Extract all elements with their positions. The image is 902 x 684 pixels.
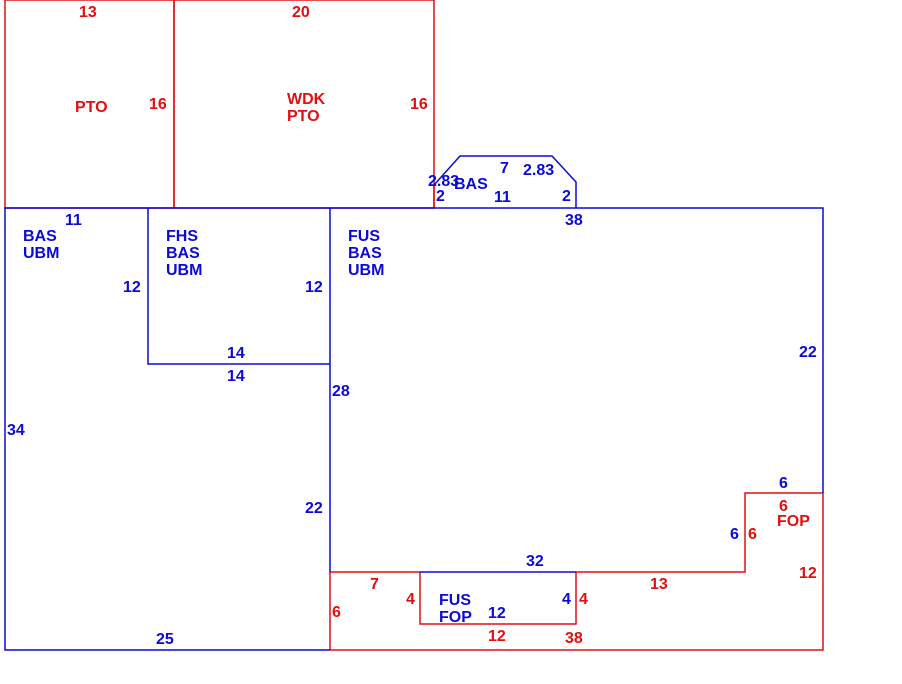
dim-fus-fop-top: 32 [526, 553, 544, 570]
dim-step-top: 7 [370, 576, 379, 593]
dim-fop-top: 6 [779, 498, 788, 515]
fus-fop-bottom-outline [419, 572, 577, 625]
dim-fhs-left: 12 [123, 279, 141, 296]
dim-bay-right-b: 2 [562, 188, 571, 205]
fhs-ubm-label: UBM [166, 262, 202, 279]
dim-mid-lower: 22 [305, 500, 323, 517]
fus-ubm-label: UBM [348, 262, 384, 279]
dim-fus-fop-bottom: 12 [488, 628, 506, 645]
bas-label: BAS [23, 228, 57, 245]
dim-porch-top: 13 [650, 576, 668, 593]
bas-ubm-label: UBM [23, 245, 59, 262]
fhs-label: FHS [166, 228, 198, 245]
blue-outlines [4, 155, 824, 651]
dim-bay-bottom: 11 [494, 189, 511, 206]
main-outline [330, 207, 824, 493]
dim-notch-top: 6 [779, 475, 788, 492]
dim-fhs-bottom-out: 14 [227, 368, 245, 385]
dim-fhs-bottom-in: 14 [227, 345, 245, 362]
dim-bay-top: 7 [500, 160, 509, 177]
dimension-labels: 13 16 20 16 2.83 2 7 2.83 2 11 38 22 11 … [7, 4, 817, 648]
dim-bas-left: 34 [7, 422, 25, 439]
fus-label: FUS [348, 228, 380, 245]
dim-notch-left: 6 [730, 526, 739, 543]
dim-porch-bottom: 38 [565, 630, 583, 647]
pto-label: PTO [75, 99, 108, 116]
dim-fop-right: 12 [799, 565, 817, 582]
dim-fus-fop-right-blue: 4 [562, 591, 571, 608]
dim-bay-left-b: 2 [436, 188, 445, 205]
dim-fhs-right: 12 [305, 279, 323, 296]
dim-wdk-right: 16 [410, 96, 428, 113]
fhs-outline [147, 208, 330, 365]
dim-bay-left-a: 2.83 [428, 173, 459, 190]
dim-pto-top: 13 [79, 4, 97, 21]
dim-bas-bottom: 25 [156, 631, 174, 648]
dim-pto-right: 16 [149, 96, 167, 113]
dim-bay-right-a: 2.83 [523, 162, 554, 179]
dim-fus-fop-right-red: 4 [579, 591, 588, 608]
fus-fop-fus-label: FUS [439, 592, 471, 609]
fop-label: FOP [777, 513, 810, 530]
fus-bas-label: BAS [348, 245, 382, 262]
dim-bas-top: 11 [65, 212, 82, 229]
bay-bas-label: BAS [454, 176, 488, 193]
area-labels: PTO WDK PTO BAS BAS UBM FHS BAS UBM FUS … [23, 91, 810, 626]
dim-main-right: 22 [799, 344, 817, 361]
wdk-pto-label: PTO [287, 108, 320, 125]
dim-fop-left: 6 [748, 526, 757, 543]
dim-fus-fop-inner: 12 [488, 605, 506, 622]
wdk-label: WDK [287, 91, 326, 108]
dim-step-inner-left: 4 [406, 591, 415, 608]
dim-mid-upper: 28 [332, 383, 350, 400]
bay-outline [433, 155, 577, 208]
dim-wdk-top: 20 [292, 4, 310, 21]
dim-step-left: 6 [332, 604, 341, 621]
dim-main-top: 38 [565, 212, 583, 229]
bas-ubm-outline [4, 207, 330, 651]
fus-fop-fop-label: FOP [439, 609, 472, 626]
fhs-bas-label: BAS [166, 245, 200, 262]
